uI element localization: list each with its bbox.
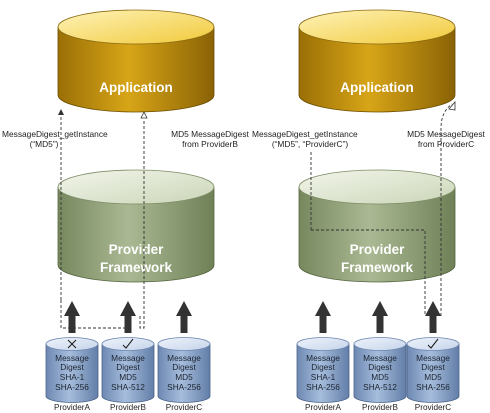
provider-a-arrow-right (315, 301, 331, 333)
response-arrowhead-right (448, 100, 456, 111)
provider-c-line1: Message (167, 353, 201, 363)
request-path-right (310, 152, 426, 316)
provider-b-cylinder-right: Message Digest MD5 SHA-512 ProviderB (353, 337, 407, 412)
provider-a-line2: Digest (60, 362, 84, 372)
provider-c-right-name: ProviderC (415, 403, 451, 412)
response-arrowhead (140, 111, 148, 119)
provider-c-line4: SHA-256 (167, 382, 201, 392)
provider-a-arrow (64, 301, 80, 333)
request-label-line2: (“MD5”) (30, 139, 59, 149)
response-path (139, 120, 145, 329)
provider-b-line4: SHA-512 (111, 382, 145, 392)
provider-a-right-line2: Digest (311, 362, 335, 372)
provider-a-x-mark-icon (67, 339, 77, 349)
right-panel: Application Provider Framework MessageDi… (252, 9, 486, 412)
response-label-line1: MD5 MessageDigest (171, 129, 249, 139)
provider-a-cylinder: Message Digest SHA-1 SHA-256 ProviderA (45, 337, 99, 412)
provider-b-line2: Digest (116, 362, 140, 372)
response-label-right-line1: MD5 MessageDigest (407, 129, 485, 139)
provider-a-right-line4: SHA-256 (306, 382, 340, 392)
provider-a-right-line3: SHA-1 (311, 372, 336, 382)
response-label-line2: from ProviderB (182, 139, 238, 149)
provider-a-cylinder-right: Message Digest SHA-1 SHA-256 ProviderA (296, 337, 350, 412)
provider-c-cylinder-right: Message Digest MD5 SHA-256 ProviderC (406, 337, 460, 412)
request-arrowhead (58, 109, 64, 115)
framework-label-right-line1: Provider (350, 242, 406, 257)
provider-b-right-line2: Digest (368, 362, 392, 372)
framework-label-right-line2: Framework (341, 260, 414, 275)
provider-b-right-line3: MD5 (371, 372, 389, 382)
provider-c-line2: Digest (172, 362, 196, 372)
request-label-line1: MessageDigest_getInstance (2, 129, 108, 139)
request-label-right-line1: MessageDigest_getInstance (252, 129, 358, 139)
framework-cylinder: Provider Framework (57, 169, 215, 283)
provider-a-line3: SHA-1 (60, 372, 85, 382)
provider-b-line1: Message (111, 353, 145, 363)
application-label-right: Application (340, 80, 414, 95)
provider-c-arrow-right (425, 301, 441, 333)
provider-c-right-line4: SHA-256 (416, 382, 450, 392)
provider-b-check-mark-icon (122, 338, 134, 349)
framework-label-line2: Framework (100, 260, 173, 275)
provider-c-right-line3: MD5 (424, 372, 442, 382)
response-label-right-line2: from ProviderC (418, 139, 474, 149)
provider-b-right-name: ProviderB (362, 403, 398, 412)
provider-b-arrow (120, 301, 136, 333)
provider-c-arrow (176, 301, 192, 333)
provider-b-name: ProviderB (110, 403, 146, 412)
provider-a-name: ProviderA (54, 403, 90, 412)
provider-a-right-name: ProviderA (305, 403, 341, 412)
provider-c-right-line2: Digest (421, 362, 445, 372)
provider-c-name: ProviderC (166, 403, 202, 412)
request-path (60, 112, 127, 329)
request-label-right-line2: (“MD5”, “ProviderC”) (272, 139, 349, 149)
left-panel: Application Provider Framework MessageDi… (2, 9, 250, 412)
provider-c-right-line1: Message (416, 353, 450, 363)
provider-a-right-line1: Message (306, 353, 340, 363)
provider-b-line3: MD5 (119, 372, 137, 382)
provider-c-line3: MD5 (175, 372, 193, 382)
provider-c-check-mark-icon (427, 338, 439, 349)
provider-arrows (64, 301, 192, 333)
framework-label-line1: Provider (109, 242, 165, 257)
framework-cylinder-right: Provider Framework (298, 169, 456, 283)
provider-c-cylinder: Message Digest MD5 SHA-256 ProviderC (157, 337, 211, 412)
provider-arrows-right (315, 301, 441, 333)
provider-b-right-line1: Message (363, 353, 397, 363)
provider-b-arrow-right (372, 301, 388, 333)
provider-b-right-line4: SHA-512 (363, 382, 397, 392)
application-label: Application (99, 80, 173, 95)
provider-a-line4: SHA-256 (55, 382, 89, 392)
provider-b-cylinder: Message Digest MD5 SHA-512 ProviderB (101, 337, 155, 412)
response-path-right (440, 103, 453, 316)
provider-a-line1: Message (55, 353, 89, 363)
application-cylinder: Application (57, 9, 215, 113)
application-cylinder-right: Application (298, 9, 456, 113)
